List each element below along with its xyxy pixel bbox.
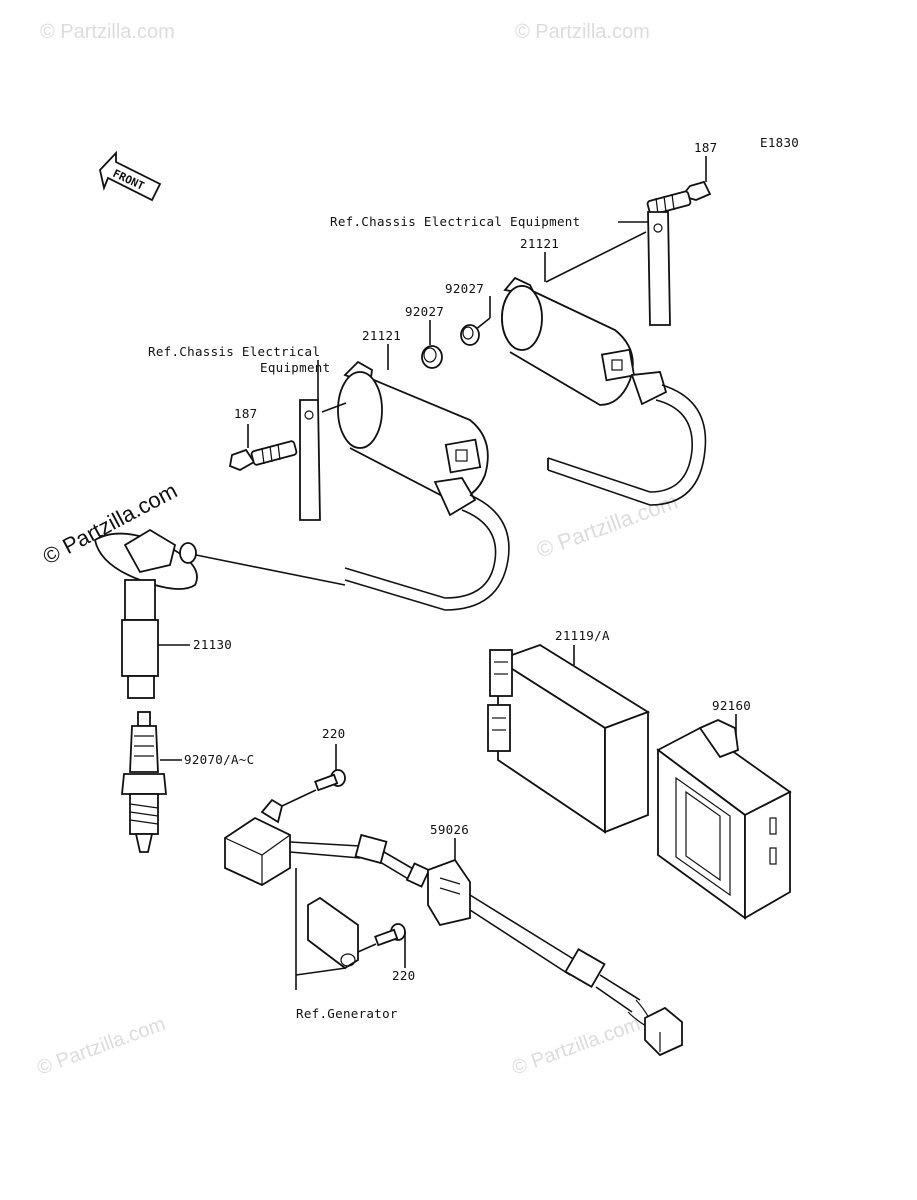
front-arrow-icon: FRONT <box>99 150 162 202</box>
label-220-top: 220 <box>322 726 345 741</box>
label-21121-left: 21121 <box>362 328 401 343</box>
label-21130: 21130 <box>193 637 232 652</box>
label-ref-generator: Ref.Generator <box>296 1006 398 1021</box>
igniter-case <box>656 719 792 920</box>
label-59026: 59026 <box>430 822 469 837</box>
igniter-unit <box>487 644 651 834</box>
watermark: © Partzilla.com <box>40 21 175 43</box>
bolt-187-left <box>228 440 298 471</box>
label-21119: 21119/A <box>555 628 610 643</box>
label-220-bottom: 220 <box>392 968 415 983</box>
pickup-coil-harness <box>224 798 431 888</box>
label-ref-chassis-left-1: Ref.Chassis Electrical <box>148 344 320 359</box>
watermark: © Partzilla.com <box>509 1013 643 1080</box>
label-21121-right: 21121 <box>520 236 559 251</box>
bracket-left <box>299 399 347 521</box>
harness-holder <box>427 858 683 1057</box>
watermark: © Partzilla.com <box>515 21 650 43</box>
label-187-top: 187 <box>694 140 717 155</box>
spark-plug-cap <box>93 528 198 699</box>
label-92027-right: 92027 <box>445 281 484 296</box>
watermark: © Partzilla.com <box>533 489 681 563</box>
label-92160: 92160 <box>712 698 751 713</box>
ignition-coil-right <box>501 276 707 506</box>
label-92027-left: 92027 <box>405 304 444 319</box>
collar-right <box>460 324 480 346</box>
watermark: © Partzilla.com <box>34 1013 168 1080</box>
spark-plug <box>121 711 167 853</box>
diagram-code: E1830 <box>760 135 799 150</box>
label-ref-chassis-top: Ref.Chassis Electrical Equipment <box>330 214 580 229</box>
label-187-left: 187 <box>234 406 257 421</box>
screw-220-top <box>314 769 346 792</box>
collar-left <box>421 345 443 369</box>
label-92070: 92070/A~C <box>184 752 254 767</box>
bolt-187-top <box>646 156 712 216</box>
ignition-coil-left <box>337 360 510 611</box>
screw-220-bottom <box>374 923 406 947</box>
label-ref-chassis-left-2: Equipment <box>260 360 330 375</box>
bracket-right <box>545 211 671 326</box>
generator-bracket <box>307 896 359 970</box>
